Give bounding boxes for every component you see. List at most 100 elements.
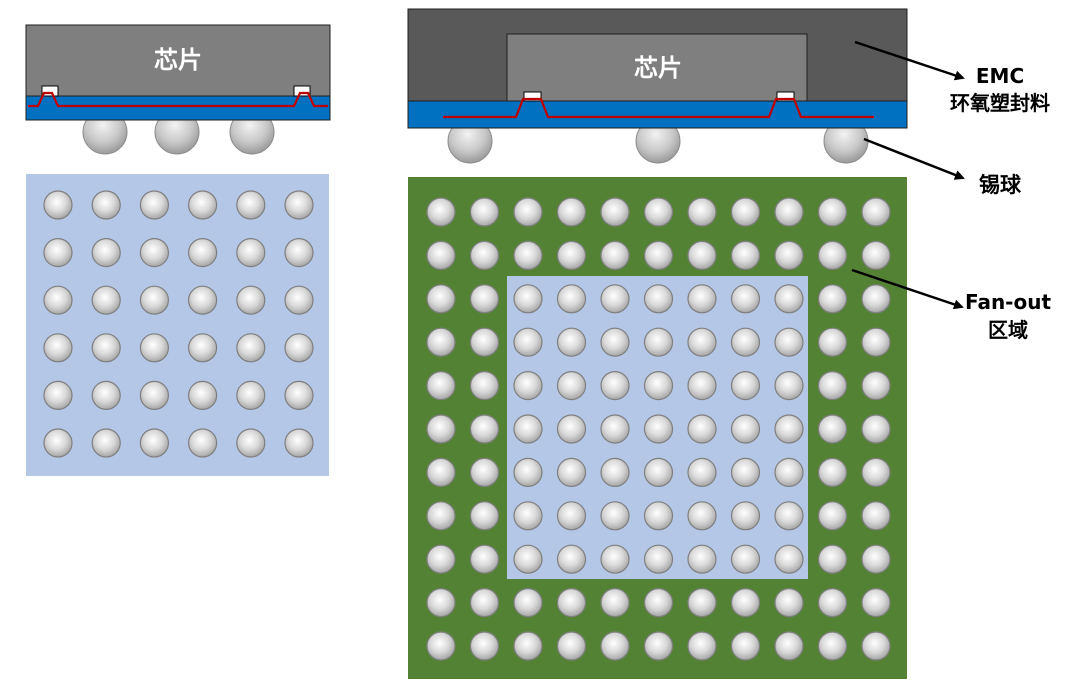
grid-solder-ball [91, 285, 121, 315]
chip-area-solder-ball [730, 284, 761, 314]
chip-area-solder-ball [774, 284, 804, 314]
solder-ball-arrow [863, 137, 965, 180]
chip-area-solder-ball [513, 371, 543, 401]
left-substrate [25, 95, 331, 121]
grid-solder-ball [284, 190, 314, 220]
chip-area-solder-ball [730, 457, 761, 487]
left-grid-background [26, 174, 329, 476]
callout-emc: EMC 环氧塑封料 [854, 40, 1050, 115]
fanout-solder-ball [730, 240, 761, 270]
chip-area-solder-ball [730, 371, 761, 401]
chip-area-solder-ball [730, 501, 761, 531]
fanout-solder-ball [817, 371, 848, 401]
fanout-solder-ball [774, 631, 804, 661]
chip-area-solder-ball [687, 284, 717, 314]
fanout-solder-ball [513, 631, 543, 661]
left-chip-body [25, 24, 331, 97]
chip-area-solder-ball [600, 284, 630, 314]
fanout-solder-ball [469, 284, 500, 314]
chip-area-solder-ball [774, 457, 804, 487]
grid-solder-ball [236, 380, 266, 410]
left-grid-balls [43, 190, 314, 458]
grid-solder-ball [43, 285, 73, 315]
chip-area-solder-ball [643, 501, 674, 531]
fanout-solder-ball [861, 457, 891, 487]
grid-solder-ball [188, 380, 218, 410]
right-cross-section: 芯片 [407, 8, 908, 164]
fanout-solder-ball [556, 631, 587, 661]
fanout-solder-ball [600, 197, 630, 227]
fanout-solder-ball [513, 197, 543, 227]
fanout-label-line2: 区域 [988, 318, 1028, 342]
chip-area-solder-ball [513, 544, 543, 574]
grid-solder-ball [91, 238, 121, 268]
fanout-solder-ball [513, 587, 543, 618]
emc-label-line2: 环氧塑封料 [950, 91, 1050, 115]
grid-solder-ball [91, 190, 121, 220]
grid-solder-ball [188, 333, 218, 363]
fanout-solder-ball [817, 501, 848, 531]
grid-solder-ball [139, 333, 169, 363]
fanout-solder-ball [469, 457, 500, 487]
fanout-solder-ball [730, 587, 761, 618]
chip-area-solder-ball [774, 414, 804, 444]
fanout-solder-ball [426, 371, 456, 401]
fanout-solder-ball [687, 631, 717, 661]
fanout-solder-ball [426, 457, 456, 487]
chip-area-solder-ball [600, 414, 630, 444]
grid-solder-ball [139, 238, 169, 268]
callout-fanout: Fan-out 区域 [851, 268, 1051, 342]
fanout-solder-ball [817, 240, 848, 270]
chip-area-solder-ball [687, 371, 717, 401]
fanout-solder-ball [469, 197, 500, 227]
grid-solder-ball [236, 190, 266, 220]
grid-solder-ball [139, 380, 169, 410]
fanout-solder-ball [426, 284, 456, 314]
chip-area-solder-ball [643, 414, 674, 444]
grid-solder-ball [43, 190, 73, 220]
chip-area-solder-ball [556, 457, 587, 487]
chip-area-solder-ball [556, 327, 587, 357]
fanout-solder-ball [426, 544, 456, 574]
chip-area-solder-ball [687, 457, 717, 487]
fanout-solder-ball [426, 414, 456, 444]
fanout-solder-ball [861, 240, 891, 270]
right-redistribution-trace [443, 97, 874, 119]
emc-arrow [854, 40, 965, 81]
fanout-solder-ball [556, 197, 587, 227]
fanout-solder-ball [426, 631, 456, 661]
grid-solder-ball [91, 380, 121, 410]
right-ball-grid [408, 177, 907, 679]
fanout-solder-ball [469, 631, 500, 661]
fanout-solder-ball [774, 587, 804, 618]
fanout-solder-ball [817, 457, 848, 487]
fanout-solder-ball [817, 631, 848, 661]
fanout-solder-ball [861, 327, 891, 357]
solder-ball-label: 锡球 [979, 173, 1022, 197]
grid-solder-ball [43, 238, 73, 268]
chip-area-solder-ball [643, 544, 674, 574]
fanout-solder-ball [817, 544, 848, 574]
chip-area-solder-ball [687, 501, 717, 531]
chip-area-solder-ball [774, 327, 804, 357]
fanout-solder-ball [861, 631, 891, 661]
chip-area-solder-ball [600, 371, 630, 401]
fanout-solder-ball [687, 587, 717, 618]
fanout-solder-ball [556, 587, 587, 618]
fanout-solder-ball [774, 240, 804, 270]
chip-area-solder-ball [600, 544, 630, 574]
left-bump-pad [41, 85, 59, 97]
fanout-solder-ball [469, 587, 500, 618]
chip-area-solder-ball [687, 544, 717, 574]
fanout-solder-ball [817, 587, 848, 618]
fanout-solder-ball [426, 240, 456, 270]
left-solder-balls [82, 109, 275, 155]
left-chip-label: 芯片 [154, 46, 202, 74]
chip-area-solder-ball [730, 327, 761, 357]
right-bump-pad [523, 91, 542, 102]
right-chip-body [506, 33, 808, 102]
fanout-arrow [851, 268, 964, 310]
fanout-solder-ball [730, 197, 761, 227]
fanout-solder-ball [817, 197, 848, 227]
